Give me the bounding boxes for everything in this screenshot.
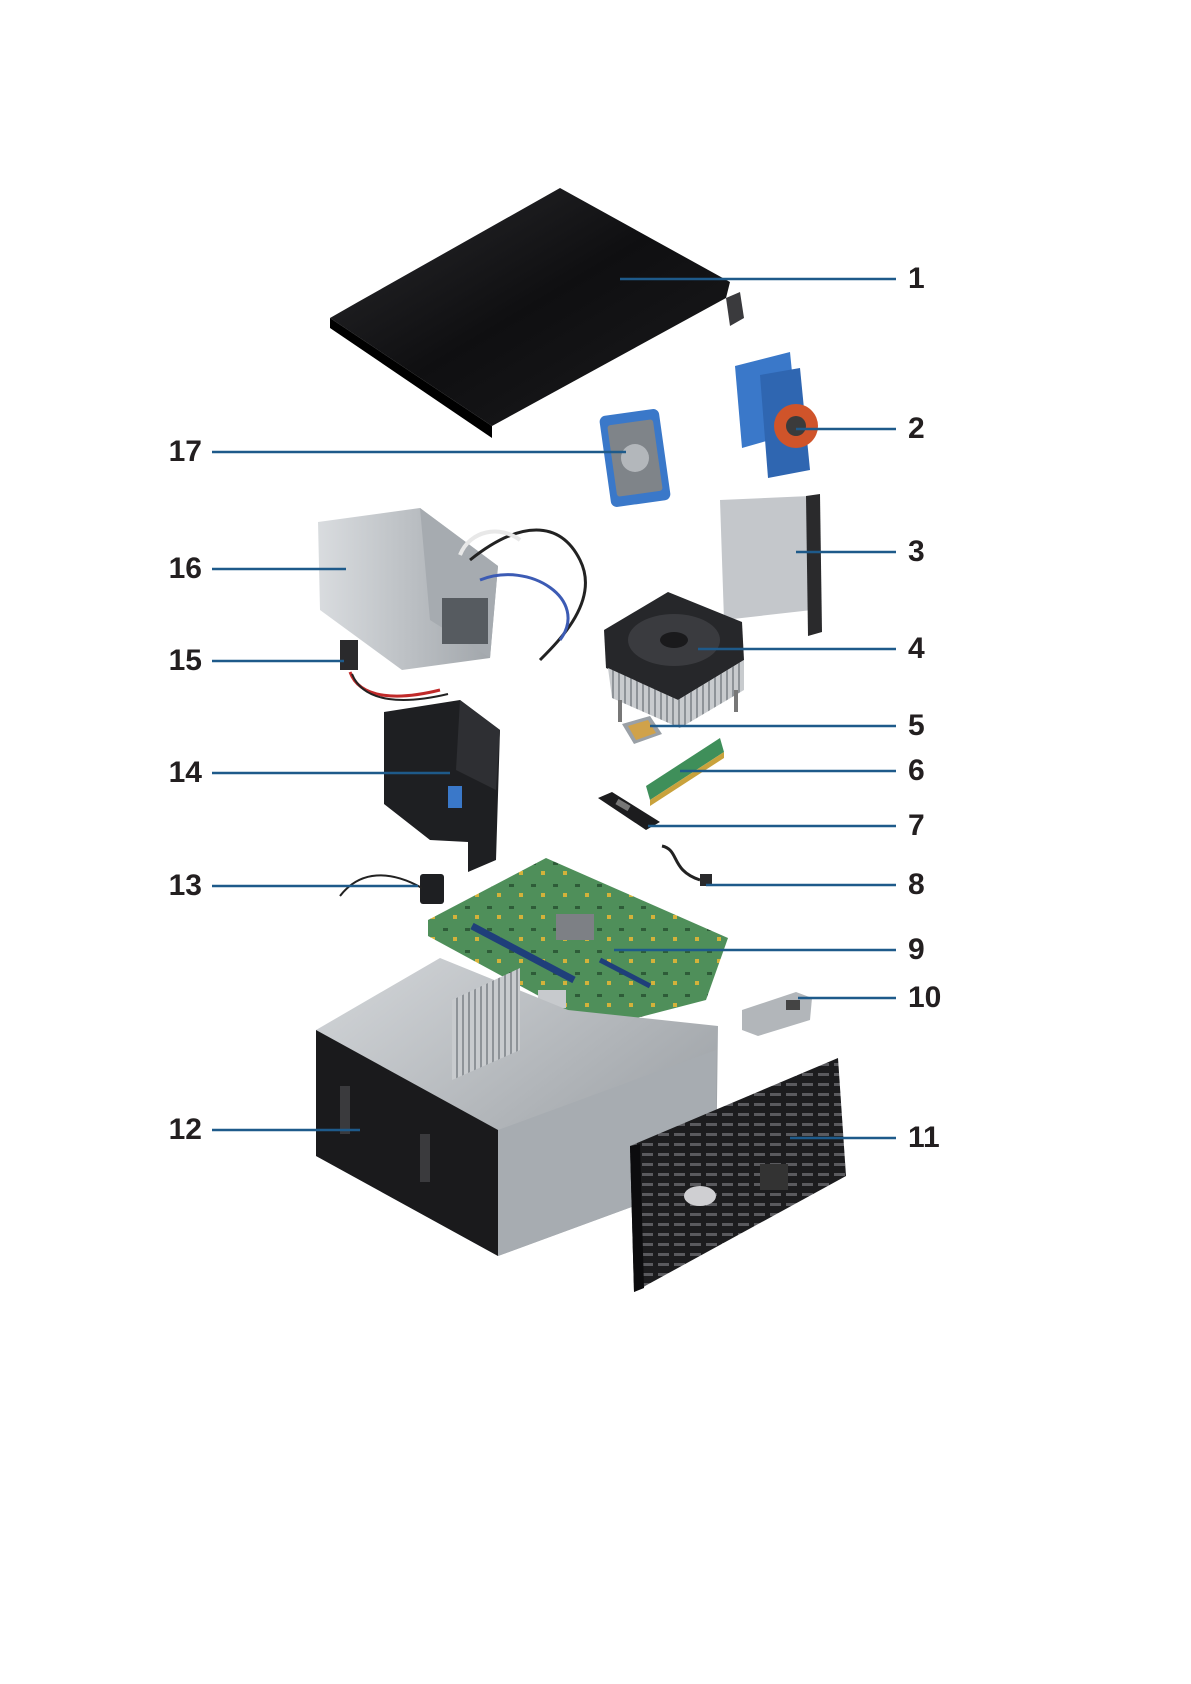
cpu-fan-heatsink-part [604,592,744,728]
speaker-part [340,874,444,904]
callout-label-10: 10 [908,981,941,1014]
callout-label-17: 17 [169,435,202,468]
callout-label-6: 6 [908,754,925,787]
intrusion-switch-part [662,846,712,886]
callout-label-4: 4 [908,632,925,665]
callout-label-2: 2 [908,412,925,445]
optical-drive-part [720,494,822,636]
power-supply-part [318,508,585,670]
side-cover-part [330,188,744,438]
processor-part [622,716,662,744]
callout-label-11: 11 [908,1121,940,1154]
callout-label-13: 13 [169,869,202,902]
optical-drive-caddy-part [735,352,818,478]
callout-label-16: 16 [169,552,202,585]
callout-label-5: 5 [908,709,925,742]
callout-label-7: 7 [908,809,925,842]
callout-label-1: 1 [908,262,925,295]
callout-label-3: 3 [908,535,925,568]
callout-label-12: 12 [169,1113,202,1146]
callout-label-14: 14 [169,756,203,789]
hard-drive-caddy-part [599,408,671,507]
callout-label-8: 8 [908,868,925,901]
fan-shroud-part [384,700,500,872]
callout-label-9: 9 [908,933,925,966]
callout-label-15: 15 [169,644,202,677]
